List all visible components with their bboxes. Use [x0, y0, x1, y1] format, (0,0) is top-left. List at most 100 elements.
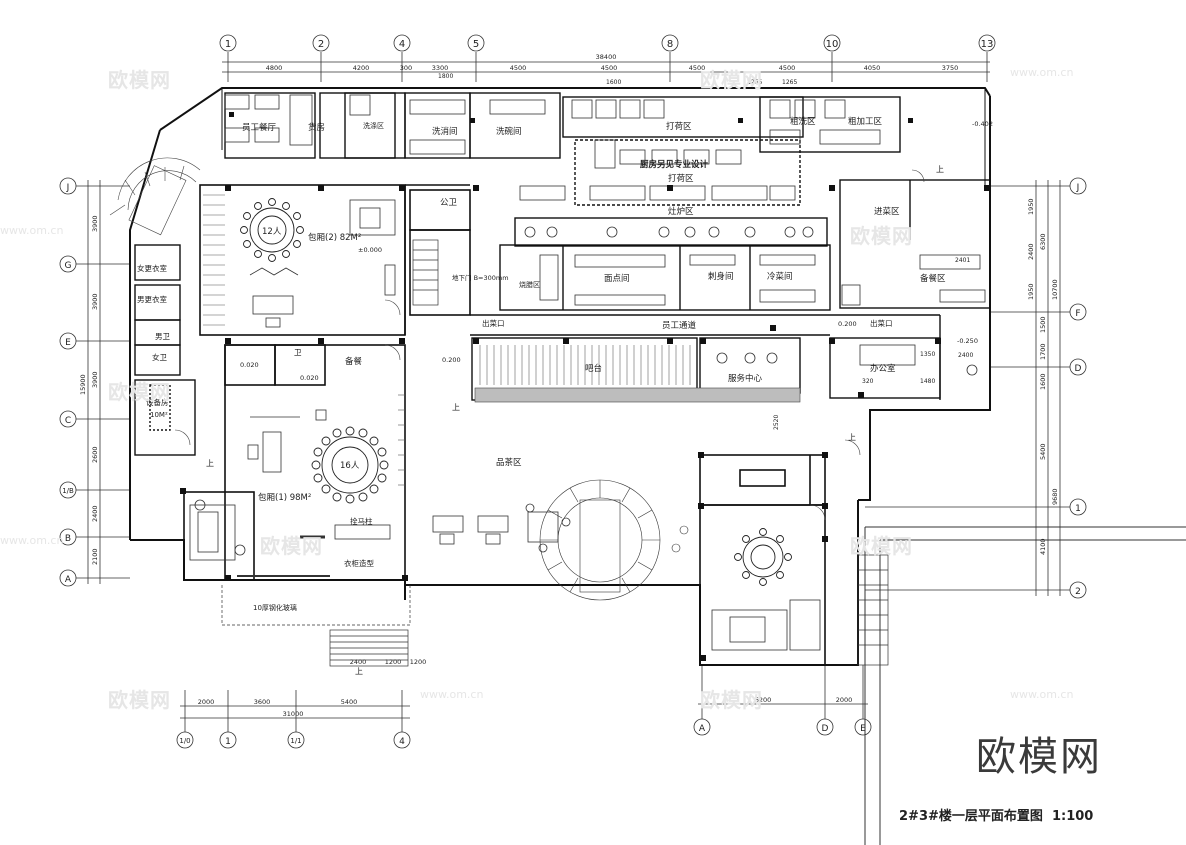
axis-bottom-1-0: 1/0 [179, 737, 190, 745]
service-center-furniture [716, 344, 978, 376]
dim-stair-1: 1200 [385, 658, 402, 666]
dim-stair-2: 1200 [410, 658, 427, 666]
axis-top-13: 13 [981, 39, 994, 50]
axis-bottom-4: 4 [399, 737, 405, 747]
left-grid-labels: J G E C 1/B B A [62, 183, 74, 585]
dim-right-4: 1700 [1039, 343, 1047, 360]
up-label-5: 上 [848, 433, 856, 442]
label-female-locker: 女更衣室 [137, 263, 167, 273]
label-room-2-cap: 12人 [262, 227, 282, 237]
dim-top-4: 4500 [510, 64, 527, 72]
axis-bottom-D: D [822, 724, 829, 734]
drawing-scale: 1:100 [1051, 809, 1094, 824]
dim-top-6: 4500 [689, 64, 706, 72]
label-bar: 吧台 [585, 363, 602, 374]
dim-bottom-right-1: 2000 [836, 696, 853, 704]
stair-right [857, 554, 889, 666]
axis-left-C: C [65, 416, 71, 426]
dim-bottom-total: 31000 [283, 710, 304, 718]
structural-columns [180, 112, 990, 661]
spiral-stair-center [539, 479, 689, 601]
up-arrows: 上 上 上 上 上 [206, 165, 944, 676]
dim-bottom-1: 3600 [254, 698, 271, 706]
label-serving-exit-2: 出菜口 [870, 318, 893, 328]
dim-top-total: 38400 [596, 53, 617, 61]
axis-bottom-1: 1 [225, 737, 231, 747]
up-label-1: 上 [936, 165, 944, 174]
dim-bottom-2: 5400 [341, 698, 358, 706]
left-service-walls [134, 244, 196, 456]
label-cold-dish: 冷菜间 [767, 271, 793, 282]
level-2: -0.402 [972, 120, 993, 128]
axis-top-8: 8 [667, 39, 673, 50]
level-6: 0.020 [240, 361, 259, 369]
bottom-grid-axes [176, 665, 872, 749]
bottom-grid-labels: 1/0 1 1/1 4 A D E [179, 724, 866, 747]
dim-left-total: 15900 [79, 374, 87, 395]
kitchen-equipment [224, 94, 986, 306]
room-2-furniture [249, 199, 396, 328]
label-room-1-cap: 16人 [340, 461, 360, 471]
dim-misc-3: 1600 [606, 79, 621, 86]
dim-misc-6: 1350 [920, 351, 935, 358]
label-bbq: 烧腊区 [519, 280, 540, 289]
label-storage: 货房 [308, 122, 325, 133]
axis-top-4: 4 [399, 39, 405, 50]
right-grid-labels: J F D 1 2 [1075, 183, 1082, 597]
dim-left-0: 3900 [91, 215, 99, 232]
dim-left-1: 3900 [91, 293, 99, 310]
brand-logo: 欧模网 [976, 734, 1102, 780]
label-dish-wash: 洗消间 [432, 126, 458, 137]
dim-top-0: 4800 [266, 64, 283, 72]
label-staff-canteen: 员工餐厅 [242, 123, 277, 133]
axis-bottom-A: A [699, 724, 706, 734]
dim-right-3: 1500 [1039, 316, 1047, 333]
misc-dimensions: 1800 1265 1265 1600 2520 1350 1480 320 2… [438, 73, 973, 430]
label-wc: 卫 [294, 348, 302, 357]
label-prep-area: 备餐区 [920, 273, 946, 284]
dim-bottom-right-0: 6200 [755, 696, 772, 704]
entry-steps [221, 585, 411, 667]
label-office: 办公室 [870, 363, 896, 374]
label-serving-exit-1: 出菜口 [482, 318, 505, 328]
dim-stair-0: 2400 [350, 658, 367, 666]
label-equipment-area: 10M² [150, 411, 168, 419]
dim-left-2: 3900 [91, 371, 99, 388]
dim-right-total-2: 9680 [1051, 488, 1059, 505]
dim-left-3: 2600 [91, 446, 99, 463]
dim-misc-7: 1480 [920, 378, 935, 385]
axis-left-G: G [65, 261, 72, 271]
dim-bottom-0: 2000 [198, 698, 215, 706]
right-lower-rooms [699, 454, 826, 666]
label-equipment: 设备房 [146, 397, 169, 407]
axis-right-1: 1 [1075, 504, 1081, 514]
level-3: 0.200 [442, 356, 461, 364]
axis-right-2: 2 [1075, 587, 1081, 597]
axis-left-1B: 1/B [62, 487, 74, 495]
label-glass: 10厚钢化玻璃 [253, 603, 297, 612]
label-room-2: 包厢(2) 82M² [308, 232, 361, 243]
label-service-center: 服务中心 [728, 373, 763, 384]
label-wash-area: 粗洗区 [790, 116, 816, 127]
dim-top-1: 4200 [353, 64, 370, 72]
dim-misc-9: 2401 [955, 257, 970, 264]
up-label-2: 上 [452, 403, 460, 412]
room-labels: 员工餐厅 货房 洗涤区 洗消间 洗碗间 打荷区 粗洗区 粗加工区 厨房另见专业设… [137, 116, 946, 612]
up-label-4: 上 [355, 667, 363, 676]
label-horse-post: 拴马柱 [350, 516, 373, 526]
dim-right-0: 1950 [1027, 198, 1035, 215]
dim-top-7: 4500 [779, 64, 796, 72]
tea-area-furniture [432, 503, 571, 553]
label-basement-stair: 地下门 B=300mm [452, 273, 509, 282]
private-room-2-walls [199, 184, 471, 336]
axis-left-E: E [65, 338, 71, 348]
dim-right-total-1: 10700 [1051, 279, 1059, 300]
private-room-1-hatch [398, 394, 405, 486]
stair-basement [412, 239, 439, 306]
dim-misc-8: 320 [862, 378, 874, 385]
dim-left-5: 2100 [91, 548, 99, 565]
top-grid-axes [219, 34, 996, 82]
label-coat-rack: 衣柜造型 [344, 558, 374, 568]
label-kitchen-note: 厨房另见专业设计 [640, 159, 709, 170]
